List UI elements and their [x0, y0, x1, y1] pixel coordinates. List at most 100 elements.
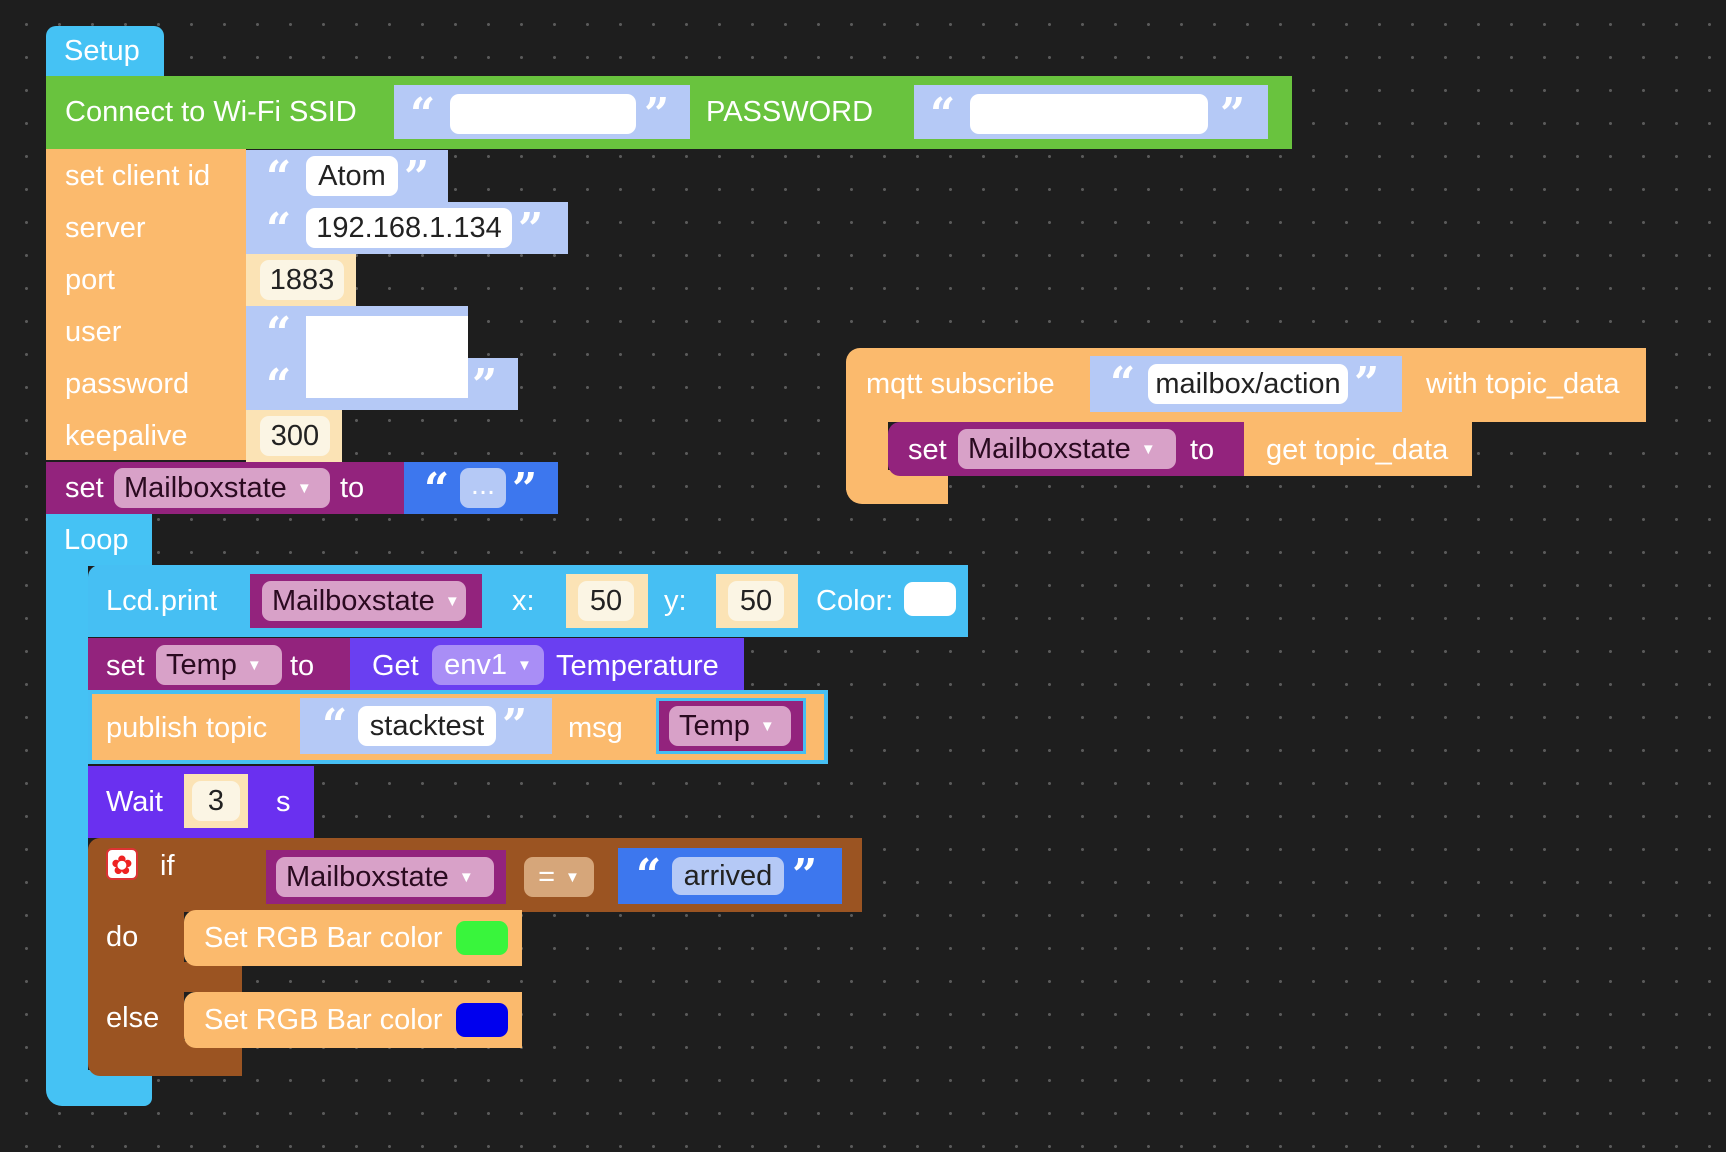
lcd-color-swatch[interactable] [904, 582, 956, 616]
keepalive-input[interactable]: 300 [260, 416, 330, 456]
mqtt-setup-block[interactable] [46, 149, 246, 460]
dropdown-arrow-icon: ▼ [246, 657, 262, 675]
wifi-connect-block[interactable]: Connect to Wi-Fi SSID “ ” PASSWORD “ ” [46, 76, 1292, 149]
subscribe-topic-input[interactable]: mailbox/action [1148, 364, 1348, 404]
wait-number-block[interactable]: 3 [184, 774, 248, 828]
client-id-label: set client id [65, 160, 211, 192]
gear-icon[interactable]: ✿ [106, 848, 138, 880]
ssid-input[interactable] [450, 94, 636, 134]
else-color-swatch[interactable] [456, 1003, 508, 1037]
get-topic-data-block[interactable]: get topic_data [1244, 422, 1472, 476]
temp-variable-dropdown[interactable]: Temp▼ [156, 645, 282, 685]
loop-block[interactable]: Loop [46, 514, 152, 566]
dropdown-arrow-icon: ▼ [1140, 441, 1156, 459]
dropdown-arrow-icon: ▼ [444, 593, 460, 611]
variable-name: Mailboxstate [124, 472, 287, 504]
setup-hat-block[interactable]: Setup [46, 26, 164, 78]
close-quote-icon: ” [1354, 358, 1380, 409]
subscribe-variable-dropdown[interactable]: Mailboxstate▼ [958, 429, 1176, 469]
open-quote-icon: “ [424, 464, 450, 515]
open-quote-icon: “ [266, 152, 292, 203]
operator-dropdown[interactable]: =▼ [524, 857, 594, 897]
topic-string-block[interactable]: “ stacktest ” [300, 698, 552, 754]
close-quote-icon: ” [512, 464, 538, 515]
variable-name: Temp [679, 710, 750, 742]
publish-topic-block[interactable]: publish topic “ stacktest ” msg Temp▼ [88, 690, 828, 764]
msg-variable-dropdown[interactable]: Temp▼ [669, 706, 791, 746]
sensor-name: env1 [444, 649, 508, 681]
subscribe-label: mqtt subscribe [866, 368, 1055, 400]
loop-label: Loop [64, 524, 129, 556]
y-label: y: [664, 585, 687, 617]
set-temp-block[interactable]: set Temp▼ to [88, 638, 354, 692]
wait-label: Wait [106, 786, 163, 818]
dropdown-arrow-icon: ▼ [296, 480, 312, 498]
wifi-label: Connect to Wi-Fi SSID [65, 96, 357, 128]
y-input[interactable]: 50 [728, 581, 784, 621]
mqtt-subscribe-block[interactable]: mqtt subscribe “ mailbox/action ” with t… [846, 348, 1646, 422]
if-variable-block[interactable]: Mailboxstate▼ [266, 850, 506, 904]
variable-name: Mailboxstate [272, 585, 435, 617]
else-action-label: Set RGB Bar color [204, 1004, 443, 1036]
close-quote-icon: ” [792, 850, 818, 901]
wait-block[interactable]: Wait 3 s [88, 766, 314, 838]
ssid-string-block[interactable]: “ ” [394, 85, 690, 139]
open-quote-icon: “ [1110, 358, 1136, 409]
password-label: PASSWORD [706, 96, 874, 128]
y-number-block[interactable]: 50 [716, 574, 798, 628]
ellipsis-string-block[interactable]: “ ... ” [404, 462, 558, 514]
keepalive-number-block[interactable]: 300 [246, 410, 342, 462]
subscribe-set-block[interactable]: set Mailboxstate▼ to [888, 422, 1248, 476]
lcd-variable-dropdown[interactable]: Mailboxstate ▼ [262, 581, 466, 621]
publish-label: publish topic [106, 712, 268, 744]
setup-label: Setup [64, 35, 140, 67]
user-input[interactable] [306, 316, 468, 358]
set-mailboxstate-block[interactable]: set Mailboxstate▼ to [46, 462, 406, 514]
wait-input[interactable]: 3 [192, 781, 240, 821]
server-string-block[interactable]: “ 192.168.1.134 ” [246, 202, 568, 254]
color-label: Color: [816, 585, 894, 617]
do-action-label: Set RGB Bar color [204, 922, 443, 954]
do-label: do [106, 921, 139, 953]
port-input[interactable]: 1883 [260, 260, 344, 300]
close-quote-icon: ” [472, 360, 498, 411]
else-rgb-block[interactable]: Set RGB Bar color [184, 992, 522, 1048]
mqtt-password-string-block[interactable]: “ ” [246, 358, 518, 410]
ellipsis-input[interactable]: ... [460, 468, 506, 508]
wifi-password-string-block[interactable]: “ ” [914, 85, 1268, 139]
if-else-block[interactable]: ✿ if Mailboxstate▼ =▼ “ arrived ” [88, 838, 862, 912]
sensor-dropdown[interactable]: env1▼ [432, 645, 544, 685]
loop-left-arm [46, 564, 88, 1090]
msg-variable-block[interactable]: Temp▼ [656, 698, 806, 754]
port-number-block[interactable]: 1883 [246, 254, 356, 306]
if-variable-dropdown[interactable]: Mailboxstate▼ [276, 857, 494, 897]
user-string-block[interactable]: “ [246, 306, 468, 358]
mqtt-password-input[interactable] [306, 358, 468, 398]
client-id-string-block[interactable]: “ Atom ” [246, 150, 448, 202]
get-env-block[interactable]: Get env1▼ Temperature [350, 638, 744, 692]
compare-block[interactable]: Mailboxstate▼ =▼ “ arrived ” [252, 842, 858, 908]
topic-input[interactable]: stacktest [358, 706, 496, 746]
lcd-print-label: Lcd.print [106, 585, 218, 617]
get-label: Get [372, 650, 419, 682]
arrived-input[interactable]: arrived [672, 857, 784, 895]
client-id-input[interactable]: Atom [306, 156, 398, 196]
lcd-variable-block[interactable]: Mailboxstate ▼ [250, 574, 482, 628]
subscribe-topic-string-block[interactable]: “ mailbox/action ” [1090, 356, 1402, 412]
wifi-password-input[interactable] [970, 94, 1208, 134]
x-number-block[interactable]: 50 [566, 574, 648, 628]
server-input[interactable]: 192.168.1.134 [306, 208, 512, 248]
do-color-swatch[interactable] [456, 921, 508, 955]
x-input[interactable]: 50 [578, 581, 634, 621]
to-label: to [1190, 434, 1215, 466]
mailboxstate-variable-dropdown[interactable]: Mailboxstate ▼ [114, 468, 330, 508]
arrived-string-block[interactable]: “ arrived ” [618, 848, 842, 904]
msg-label: msg [568, 712, 623, 744]
do-rgb-block[interactable]: Set RGB Bar color [184, 910, 522, 966]
set-label: set [65, 472, 104, 504]
lcd-print-block[interactable]: Lcd.print Mailboxstate▼ x: 50 y: 50 Colo… [88, 565, 968, 637]
keepalive-label: keepalive [65, 420, 188, 452]
operator-symbol: = [538, 861, 556, 893]
open-quote-icon: “ [636, 850, 662, 901]
